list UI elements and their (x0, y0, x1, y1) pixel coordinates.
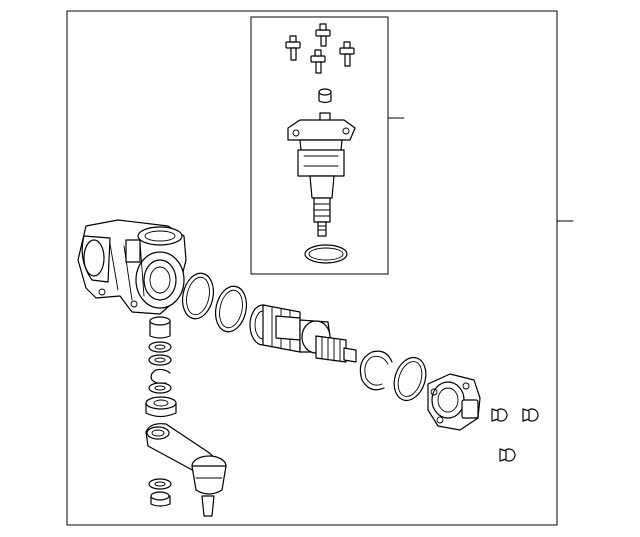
snap-ring (360, 351, 392, 390)
washer (149, 342, 171, 352)
o-ring (305, 245, 347, 263)
bushing (150, 317, 170, 338)
mounting-bolt (286, 36, 300, 60)
steering-gear-housing (78, 220, 186, 314)
mounting-bolt (340, 42, 354, 66)
seal (212, 283, 251, 334)
piston-rack (250, 305, 356, 362)
end-cover (428, 374, 480, 430)
o-ring (389, 353, 431, 404)
mounting-bolt (316, 24, 330, 46)
valve-assembly (288, 113, 355, 236)
inset-frame (251, 17, 388, 274)
nut (151, 492, 170, 506)
nut (146, 397, 176, 417)
bushing (319, 89, 331, 103)
snap-ring (151, 369, 170, 383)
mounting-bolt (500, 449, 515, 461)
mounting-bolt (523, 409, 538, 421)
outer-frame (67, 11, 557, 525)
washer (149, 383, 171, 393)
mounting-bolt (492, 409, 507, 421)
washer (149, 355, 171, 365)
washer (149, 479, 171, 489)
ball-joint (192, 456, 226, 516)
seal (179, 270, 218, 321)
mounting-bolt (311, 50, 325, 73)
